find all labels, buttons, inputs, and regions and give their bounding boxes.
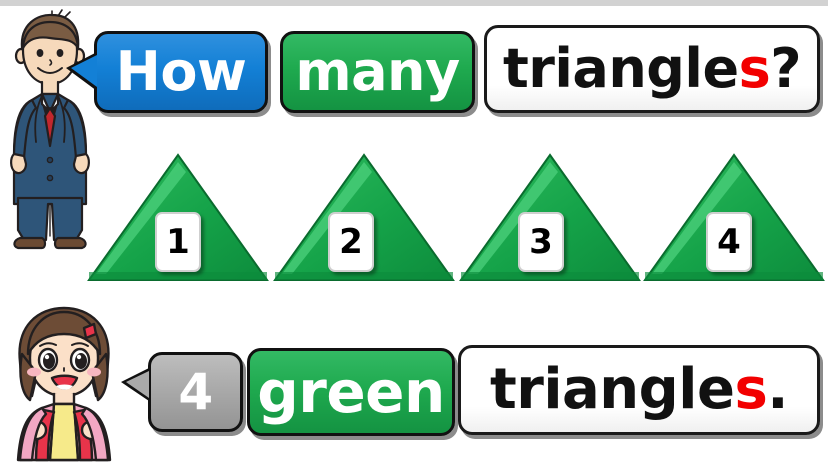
word-card-triangles-question-punctuation: ? — [770, 37, 802, 100]
triangle-number-label-4: 4 — [717, 222, 741, 262]
triangle-number-label-1: 1 — [166, 222, 190, 262]
word-card-green-label: green — [257, 358, 445, 426]
answer-card-count[interactable]: 4 — [148, 352, 243, 432]
triangle-number-card-2[interactable]: 2 — [328, 212, 374, 272]
answer-card-count-label: 4 — [178, 363, 213, 421]
triangle-number-card-4[interactable]: 4 — [706, 212, 752, 272]
girl-student-figure — [4, 300, 124, 466]
triangle-number-label-3: 3 — [529, 222, 553, 262]
boy-teacher-figure — [2, 8, 98, 258]
girl-speech-tail — [126, 371, 149, 398]
word-card-triangles-answer-punctuation: . — [767, 357, 789, 422]
word-card-triangles-question-plural-s: s — [738, 37, 771, 100]
triangle-number-card-1[interactable]: 1 — [155, 212, 201, 272]
word-card-many[interactable]: many — [280, 31, 475, 113]
word-card-triangles-question-stem: triangle — [502, 37, 739, 100]
word-card-how-label: How — [115, 40, 247, 103]
boy-speech-tail — [71, 55, 97, 87]
word-card-triangles-answer-stem: triangle — [489, 357, 735, 422]
triangle-number-label-2: 2 — [339, 222, 363, 262]
word-card-how[interactable]: How — [94, 31, 268, 113]
top-divider-bar — [0, 0, 828, 6]
word-card-triangles-answer-plural-s: s — [734, 357, 768, 422]
triangle-number-card-3[interactable]: 3 — [518, 212, 564, 272]
word-card-green[interactable]: green — [247, 348, 455, 436]
word-card-many-label: many — [295, 40, 460, 103]
